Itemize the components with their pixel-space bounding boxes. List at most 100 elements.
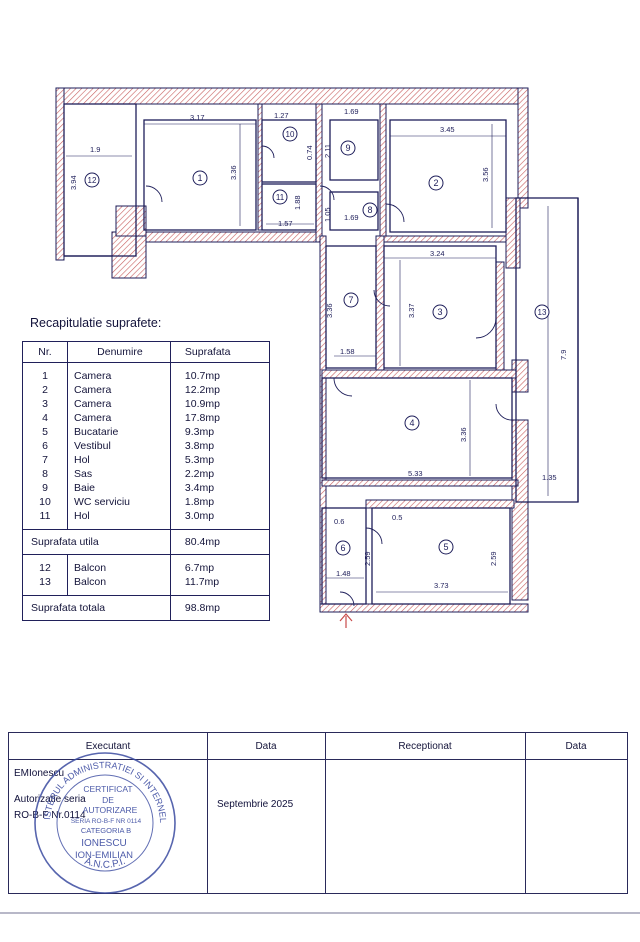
dim-label: 2.59: [489, 551, 498, 566]
stamp-line: ION-EMILIAN: [75, 850, 133, 861]
dim-label: 3.36: [459, 427, 468, 442]
dim-label: 2.59: [363, 551, 372, 566]
dim-label: 1.27: [274, 111, 289, 120]
signature-table: Executant Data Receptionat Data Septembr…: [8, 732, 628, 894]
svg-text:12: 12: [88, 176, 97, 185]
dim-label: 1.69: [344, 213, 359, 222]
stamp-line: IONESCU: [81, 838, 127, 849]
dim-label: 3.36: [325, 303, 334, 318]
room-marker-5: 5: [438, 539, 454, 555]
header-data: Data: [255, 741, 277, 752]
svg-text:8: 8: [367, 205, 372, 215]
dim-label: 1.48: [336, 569, 351, 578]
dimension-lines: [66, 123, 549, 593]
svg-text:2: 2: [433, 178, 438, 188]
svg-text:6: 6: [340, 543, 345, 553]
room-marker-9: 9: [340, 140, 356, 156]
dim-label: 1.35: [542, 473, 557, 482]
recap-title: Recapitulatie suprafete:: [30, 316, 162, 330]
room-marker-12: 12: [84, 172, 100, 188]
room-marker-10: 10: [282, 126, 298, 142]
dimension-labels: 3.17 1.27 1.69 3.45 1.9 1.57 1.69 3.24 1…: [69, 107, 568, 590]
date-value: Septembrie 2025: [217, 799, 294, 810]
header-receptionat: Receptionat: [398, 741, 452, 752]
stamp-line: CERTIFICAT: [83, 784, 132, 794]
svg-text:A.N.C.P.I.: A.N.C.P.I.: [83, 856, 127, 871]
stamp-line: CATEGORIA B: [81, 826, 131, 835]
dim-label: 3.94: [69, 175, 78, 190]
dim-label: 3.17: [190, 113, 205, 122]
dim-label: 0.5: [392, 513, 402, 522]
room-marker-11: 11: [272, 189, 288, 205]
col-header-denumire: Denumire: [67, 341, 171, 363]
room-marker-13: 13: [534, 304, 550, 320]
room-markers: 1 2 3 4 5 6 7 8 9 10 11 12 13: [84, 126, 550, 556]
recap-header-row: Nr. Denumire Suprafata: [22, 341, 270, 363]
col-header-suprafata: Suprafata: [169, 341, 270, 363]
stamp-line: DE: [102, 795, 114, 805]
dim-label: 0.6: [334, 517, 344, 526]
dim-label: 3.24: [430, 249, 445, 258]
dim-label: 7.9: [559, 350, 568, 360]
svg-text:5: 5: [443, 542, 448, 552]
svg-text:3: 3: [437, 307, 442, 317]
svg-text:9: 9: [345, 143, 350, 153]
stamp-ring-bottom: A.N.C.P.I.: [83, 856, 127, 871]
dim-label: 1.69: [344, 107, 359, 116]
dim-label: 2.11: [323, 144, 332, 158]
page-bottom-rule: [0, 912, 640, 914]
svg-text:7: 7: [348, 295, 353, 305]
svg-text:10: 10: [286, 130, 295, 139]
autorizatie-label: Autorizatie seria: [14, 794, 86, 805]
dim-label: 1.88: [293, 195, 302, 210]
util-row: Suprafata utila 80.4mp: [22, 529, 270, 555]
total-row: Suprafata totala 98.8mp: [22, 595, 270, 621]
svg-text:11: 11: [276, 193, 285, 202]
door-swings: [145, 145, 513, 607]
room-marker-6: 6: [335, 540, 351, 556]
dim-label: 3.45: [440, 125, 455, 134]
stamp-seal: MINISTERUL ADMINISTRATIEI SI INTERNELOR …: [30, 748, 176, 894]
executant-name: EMIonescu: [14, 768, 65, 779]
outlines: [63, 103, 579, 605]
room-marker-7: 7: [343, 292, 359, 308]
util-label: Suprafata utila: [22, 529, 171, 555]
dim-label: 3.37: [407, 303, 416, 318]
room-marker-1: 1: [192, 170, 208, 186]
col-header-nr: Nr.: [22, 341, 68, 363]
dim-label: 3.56: [481, 167, 490, 182]
header-executant: Executant: [85, 741, 131, 752]
dim-label: 1.9: [90, 145, 100, 154]
header-data-2: Data: [565, 741, 587, 752]
stamp-line: SERIA RO-B-F NR 0114: [71, 818, 142, 825]
total-label: Suprafata totala: [22, 595, 171, 621]
stamp-line: AUTORIZARE: [83, 805, 138, 815]
entrance-arrow-icon: [339, 613, 353, 628]
dim-label: 1.05: [323, 207, 332, 222]
dim-label: 1.57: [278, 219, 293, 228]
room-marker-2: 2: [428, 175, 444, 191]
room-marker-4: 4: [404, 415, 420, 431]
room-marker-8: 8: [362, 202, 378, 218]
dim-label: 5.33: [408, 469, 423, 478]
dim-label: 3.36: [229, 165, 238, 180]
total-value: 98.8mp: [169, 595, 270, 621]
ro-number: RO-B-F Nr.0114: [14, 810, 86, 821]
svg-text:1: 1: [197, 173, 202, 183]
room-marker-3: 3: [432, 304, 448, 320]
svg-text:13: 13: [538, 308, 547, 317]
dim-label: 1.58: [340, 347, 355, 356]
